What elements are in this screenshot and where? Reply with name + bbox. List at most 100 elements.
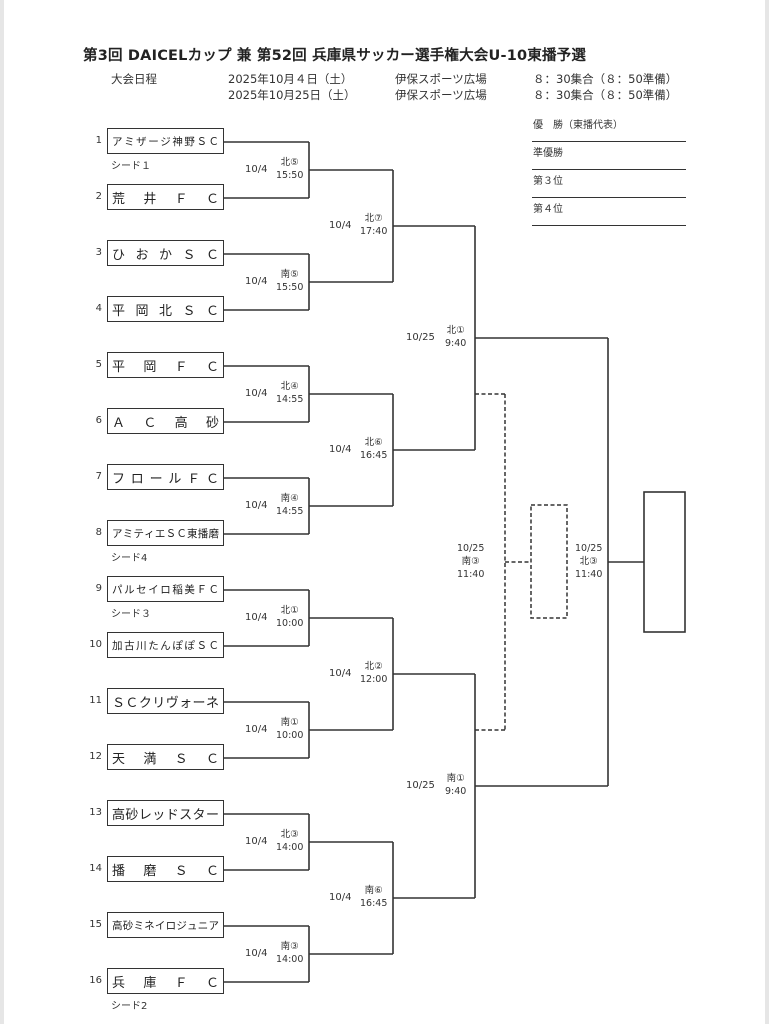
round1-match-date: 10/4 [245, 612, 268, 623]
match-code: 北① [280, 605, 299, 616]
match-code: 南③ [461, 556, 480, 567]
team-number: 15 [89, 919, 102, 930]
third-place-match: 10/25 南③ 11:40 [457, 542, 484, 581]
schedule-label: 大会日程 [111, 72, 157, 86]
match-code: 北③ [280, 829, 299, 840]
match-time: 14:00 [276, 954, 304, 965]
semifinal-match-date: 10/25 [406, 780, 435, 791]
result-line-runner-up [532, 169, 686, 170]
round1-match-date: 10/4 [245, 500, 268, 511]
match-time: 14:55 [276, 506, 304, 517]
page-title: 第3回 DAICELカップ 兼 第52回 兵庫県サッカー選手権大会U-10東播予… [83, 48, 587, 64]
schedule-time-2: ８：30集合（８：50準備） [533, 88, 678, 102]
match-time: 10:00 [276, 618, 304, 629]
match-time: 12:00 [360, 674, 388, 685]
round1-match: 南③ 14:00 [276, 940, 303, 966]
round2-match: 北⑥ 16:45 [360, 436, 387, 462]
match-date: 10/25 [457, 543, 485, 554]
match-time: 14:00 [276, 842, 304, 853]
team-box: 高砂レッドスター [107, 800, 224, 826]
match-time: 11:40 [457, 569, 485, 580]
round1-match-date: 10/4 [245, 836, 268, 847]
team-number: 2 [95, 191, 102, 202]
team-number: 9 [95, 583, 102, 594]
schedule-date-1: 2025年10月４日（土） [228, 72, 353, 86]
match-time: 15:50 [276, 170, 304, 181]
match-time: 17:40 [360, 226, 388, 237]
match-code: 北③ [579, 556, 598, 567]
result-label-fourth: 第４位 [533, 204, 563, 215]
match-code: 北⑥ [364, 437, 383, 448]
seed-label: シード2 [111, 1001, 148, 1012]
match-time: 15:50 [276, 282, 304, 293]
schedule-venue-2: 伊保スポーツ広場 [395, 88, 487, 102]
seed-label: シード３ [111, 609, 151, 620]
round1-match: 北① 10:00 [276, 604, 303, 630]
match-time: 16:45 [360, 898, 388, 909]
result-label-runner-up: 準優勝 [533, 148, 563, 159]
match-time: 16:45 [360, 450, 388, 461]
round2-match-date: 10/4 [329, 668, 352, 679]
result-line-third [532, 197, 686, 198]
champion-box [643, 491, 686, 633]
round2-match-date: 10/4 [329, 892, 352, 903]
round1-match: 南⑤ 15:50 [276, 268, 303, 294]
team-box: 高砂ミネイロジュニア [107, 912, 224, 938]
seed-label: シード4 [111, 553, 148, 564]
match-code: 南① [446, 773, 465, 784]
match-time: 14:55 [276, 394, 304, 405]
team-number: 16 [89, 975, 102, 986]
match-code: 南③ [280, 941, 299, 952]
match-time: 10:00 [276, 730, 304, 741]
team-number: 8 [95, 527, 102, 538]
match-code: 南⑤ [280, 269, 299, 280]
schedule-venue-1: 伊保スポーツ広場 [395, 72, 487, 86]
round2-match-date: 10/4 [329, 220, 352, 231]
round1-match: 北③ 14:00 [276, 828, 303, 854]
round1-match: 南① 10:00 [276, 716, 303, 742]
team-name: 高砂レッドスター [112, 807, 219, 823]
team-number: 13 [89, 807, 102, 818]
round1-match: 北④ 14:55 [276, 380, 303, 406]
result-line-fourth [532, 225, 686, 226]
match-code: 北④ [280, 381, 299, 392]
round1-match-date: 10/4 [245, 948, 268, 959]
team-number: 5 [95, 359, 102, 370]
match-code: 南① [280, 717, 299, 728]
team-number: 6 [95, 415, 102, 426]
team-number: 7 [95, 471, 102, 482]
team-number: 4 [95, 303, 102, 314]
page-edge-left [0, 0, 4, 1024]
team-number: 14 [89, 863, 102, 874]
match-time: 9:40 [445, 338, 467, 349]
round1-match-date: 10/4 [245, 276, 268, 287]
semifinal-match-date: 10/25 [406, 332, 435, 343]
